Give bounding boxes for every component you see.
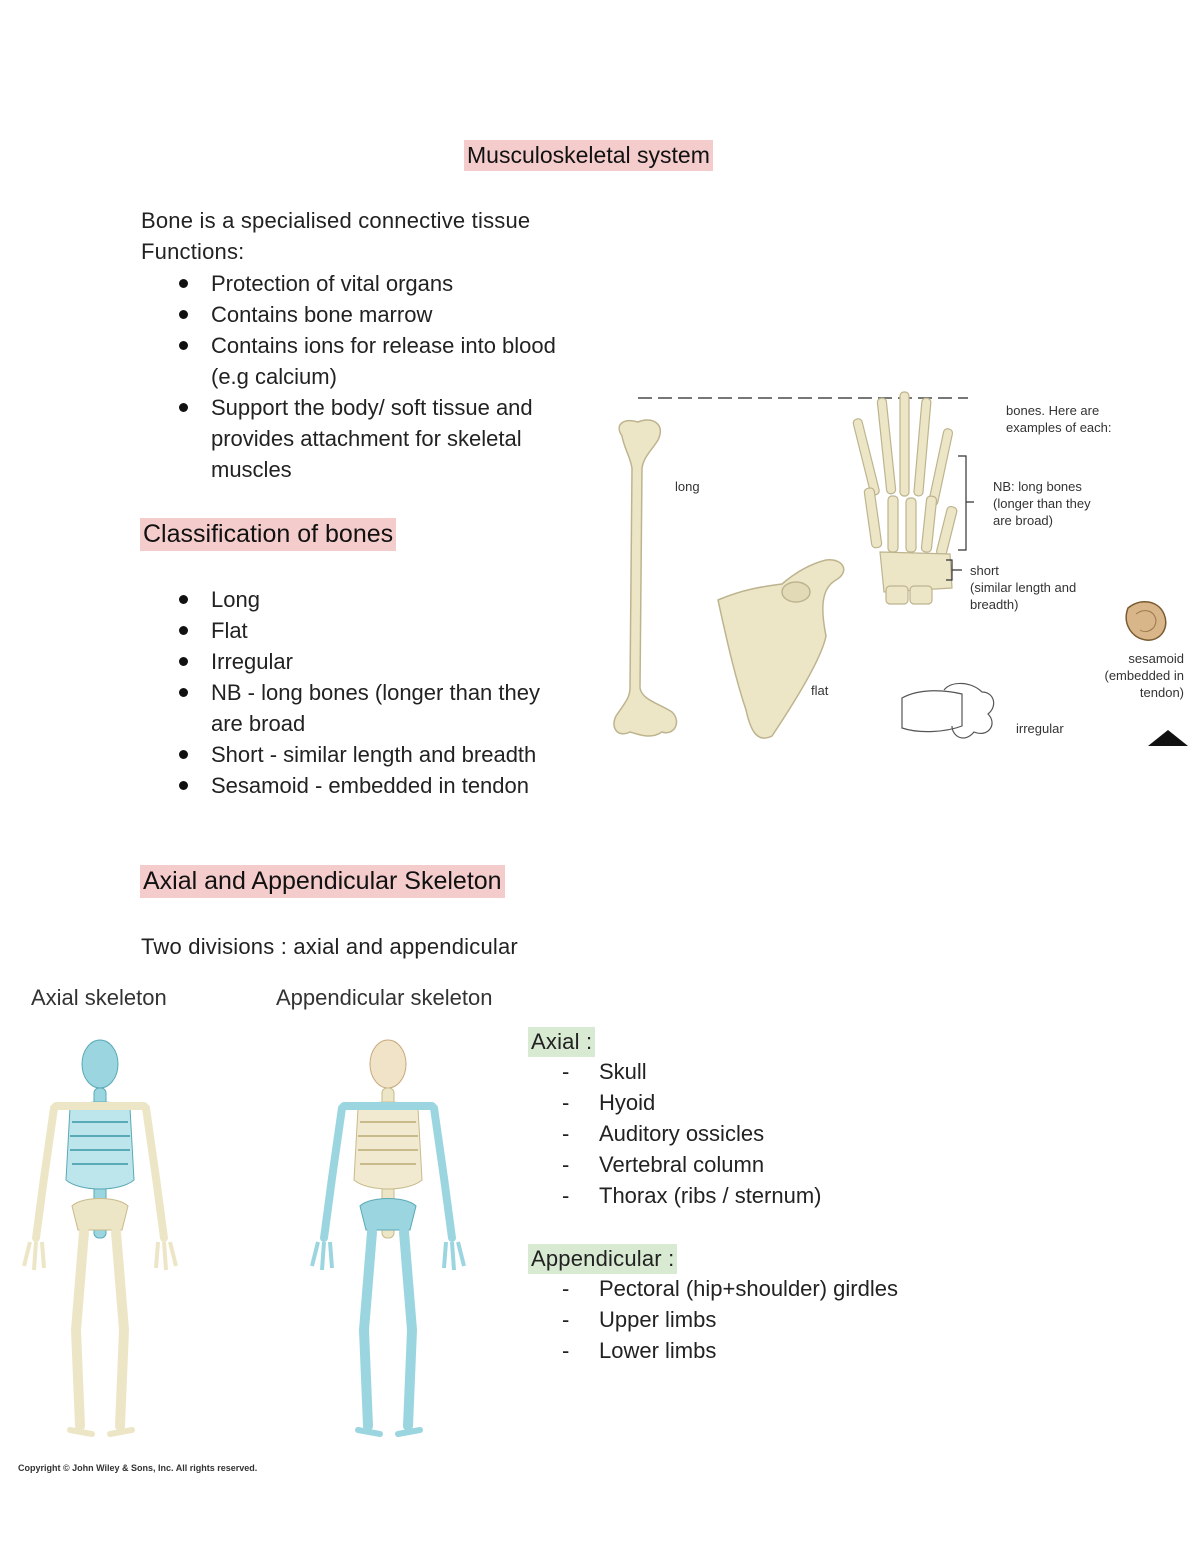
axial-skeleton-figure bbox=[22, 1039, 178, 1437]
classification-heading: Classification of bones bbox=[140, 518, 397, 551]
list-item-continuation: muscles bbox=[211, 457, 292, 482]
bullet-icon bbox=[179, 781, 188, 790]
bullet-icon bbox=[179, 341, 188, 350]
functions-list: Protection of vital organs Contains bone… bbox=[141, 268, 611, 485]
list-item: -Auditory ossicles bbox=[562, 1121, 765, 1146]
intro-line-2: Functions: bbox=[141, 239, 245, 264]
bullet-icon bbox=[179, 657, 188, 666]
list-item: NB - long bones (longer than they bbox=[141, 677, 611, 708]
axial-skeleton-title: Axial skeleton bbox=[31, 985, 167, 1010]
bullet-icon bbox=[179, 595, 188, 604]
intro-line-1: Bone is a specialised connective tissue bbox=[141, 208, 531, 233]
list-item: Long bbox=[141, 584, 611, 615]
list-item: -Lower limbs bbox=[562, 1338, 717, 1363]
appendicular-skeleton-title: Appendicular skeleton bbox=[276, 985, 493, 1010]
bullet-icon bbox=[179, 626, 188, 635]
list-item: Support the body/ soft tissue and bbox=[141, 392, 611, 423]
list-item: -Upper limbs bbox=[562, 1307, 717, 1332]
list-item: Irregular bbox=[141, 646, 611, 677]
axial-label: Axial : bbox=[528, 1027, 596, 1057]
list-item: Contains bone marrow bbox=[141, 299, 611, 330]
bone-types-figure: bones. Here are examples of each: long N… bbox=[600, 388, 1195, 758]
list-item: Short - similar length and breadth bbox=[141, 739, 611, 770]
list-item: Protection of vital organs bbox=[141, 268, 611, 299]
list-item: Flat bbox=[141, 615, 611, 646]
axial-list: -Skull -Hyoid -Auditory ossicles -Verteb… bbox=[528, 1056, 1028, 1211]
bullet-icon bbox=[179, 688, 188, 697]
bullet-icon bbox=[179, 750, 188, 759]
label-long: long bbox=[675, 479, 700, 494]
list-item: -Vertebral column bbox=[562, 1152, 765, 1177]
appendicular-label: Appendicular : bbox=[528, 1244, 678, 1274]
list-item: -Thorax (ribs / sternum) bbox=[562, 1183, 822, 1208]
bullet-icon bbox=[179, 279, 188, 288]
list-item-continuation: are broad bbox=[211, 711, 306, 736]
bullet-icon bbox=[179, 310, 188, 319]
list-item-continuation: provides attachment for skeletal bbox=[211, 426, 522, 451]
classification-list: Long Flat Irregular NB - long bones (lon… bbox=[141, 584, 611, 801]
list-item-continuation: (e.g calcium) bbox=[211, 364, 337, 389]
two-divisions-text: Two divisions : axial and appendicular bbox=[141, 934, 518, 959]
skeleton-illustration bbox=[22, 1039, 466, 1437]
copyright-notice: Copyright © John Wiley & Sons, Inc. All … bbox=[18, 1463, 258, 1473]
label-flat: flat bbox=[811, 683, 829, 698]
list-item: -Skull bbox=[562, 1059, 647, 1084]
figure-header: bones. Here are examples of each: bbox=[1006, 403, 1112, 435]
axial-appendicular-heading: Axial and Appendicular Skeleton bbox=[140, 865, 505, 898]
list-item: Sesamoid - embedded in tendon bbox=[141, 770, 611, 801]
list-item: Contains ions for release into blood bbox=[141, 330, 611, 361]
appendicular-list: -Pectoral (hip+shoulder) girdles -Upper … bbox=[528, 1273, 1028, 1366]
list-item: -Hyoid bbox=[562, 1090, 656, 1115]
bone-types-illustration bbox=[613, 391, 1188, 746]
page-title: Musculoskeletal system bbox=[464, 140, 713, 171]
appendicular-skeleton-figure bbox=[310, 1039, 466, 1437]
list-item: -Pectoral (hip+shoulder) girdles bbox=[562, 1276, 898, 1301]
bullet-icon bbox=[179, 403, 188, 412]
label-irregular: irregular bbox=[1016, 721, 1064, 736]
